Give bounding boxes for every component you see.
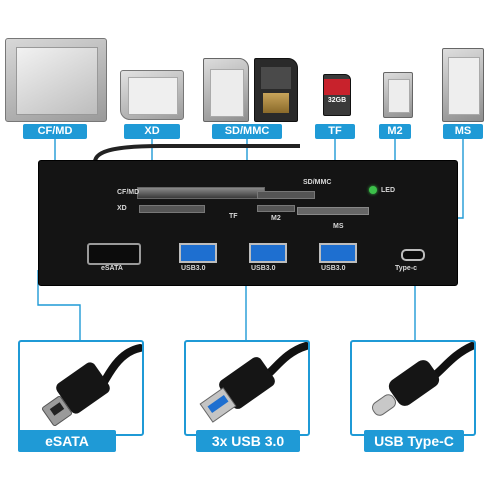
xd-card-image xyxy=(120,70,184,120)
panel-label-sdmmc: SD/MMC xyxy=(303,179,332,186)
usb-port-2 xyxy=(249,243,287,263)
tag-m2: M2 xyxy=(379,124,411,139)
panel-label-usb-2: USB3.0 xyxy=(251,265,276,272)
led-indicator xyxy=(369,186,377,194)
m2-card-image xyxy=(383,72,413,118)
tag-cfmd: CF/MD xyxy=(23,124,87,139)
front-panel: CF/MD XD SD/MMC TF M2 MS LED eSATA USB3.… xyxy=(38,160,458,286)
panel-label-led: LED xyxy=(381,187,395,194)
tf-card-text: 32GB xyxy=(327,97,347,104)
esata-cable-box xyxy=(18,340,144,436)
panel-label-tf: TF xyxy=(229,213,238,220)
tag-esata: eSATA xyxy=(18,430,116,452)
tag-sdmmc: SD/MMC xyxy=(212,124,282,139)
usb-cable-icon xyxy=(199,342,310,423)
xd-slot xyxy=(139,205,205,213)
panel-label-usb-1: USB3.0 xyxy=(181,265,206,272)
panel-label-cfmd: CF/MD xyxy=(117,189,140,196)
tf-card-image: 32GB xyxy=(323,74,351,116)
tag-usb: 3x USB 3.0 xyxy=(196,430,300,452)
ms-slot xyxy=(297,207,369,215)
usb-cable-box xyxy=(184,340,310,436)
cfmd-slot xyxy=(137,187,265,199)
typec-cable-box xyxy=(350,340,476,436)
usb-port-1 xyxy=(179,243,217,263)
panel-label-typec: Type-c xyxy=(395,265,418,272)
esata-cable-icon xyxy=(41,344,144,427)
tag-ms: MS xyxy=(443,124,483,139)
panel-label-usb-3: USB3.0 xyxy=(321,265,346,272)
panel-label-ms: MS xyxy=(333,223,344,230)
ms-card-image xyxy=(442,48,484,122)
sd-card-image xyxy=(203,58,249,122)
tag-xd: XD xyxy=(124,124,180,139)
tf-slot xyxy=(257,205,295,212)
esata-port xyxy=(87,243,141,265)
typec-cable-icon xyxy=(372,342,476,416)
panel-label-m2: M2 xyxy=(271,215,281,222)
mmc-card-image xyxy=(254,58,298,122)
panel-label-xd: XD xyxy=(117,205,127,212)
cf-card-image xyxy=(5,38,107,122)
panel-label-esata: eSATA xyxy=(101,265,123,272)
tag-typec: USB Type-C xyxy=(364,430,464,452)
usb-port-3 xyxy=(319,243,357,263)
sd-slot xyxy=(257,191,315,199)
tag-tf: TF xyxy=(315,124,355,139)
typec-port xyxy=(401,249,425,261)
